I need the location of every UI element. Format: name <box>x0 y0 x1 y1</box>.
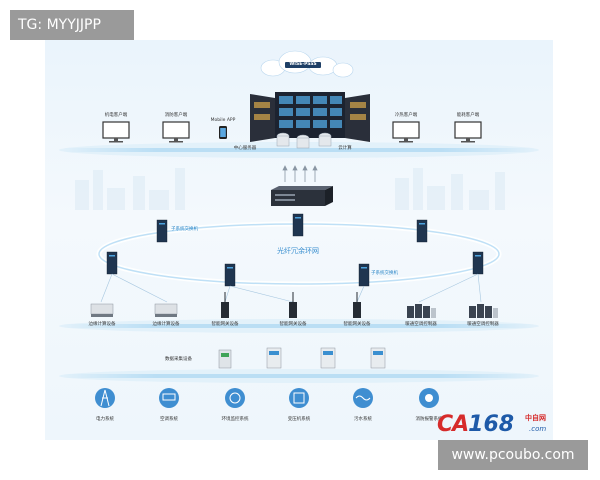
subsystem-label-6: 消防报警系统 <box>415 417 443 422</box>
subsystem-label-2: 空调系统 <box>160 417 178 422</box>
field-device-label-2: 边缘计算设备 <box>152 322 180 327</box>
subsystem-label-4: 变压机系统 <box>287 417 311 422</box>
diagram-graphics <box>59 50 539 408</box>
logo-number-text: 168 <box>468 412 515 437</box>
network-architecture-diagram: 机电客户端 消防客户端 冷热客户端 能耗客户端 Mobile APP WISE-… <box>45 40 553 440</box>
ca168-logo: CA168 中自网 .com <box>437 412 546 437</box>
logo-chinese-text: 中自网 <box>525 414 546 422</box>
field-device-label-4: 智能网关设备 <box>279 322 307 327</box>
client-label-2: 消防客户端 <box>164 113 188 118</box>
air-conditioner-icon <box>159 388 179 408</box>
field-device-label-6: 暖通空调控制器 <box>405 322 437 327</box>
monitor-icon-1 <box>102 121 130 143</box>
client-label-3: 冷热客户端 <box>394 113 418 118</box>
hvac-controller-icon <box>469 304 498 318</box>
city-skyline <box>75 168 505 210</box>
drop-lines <box>100 273 482 303</box>
fiber-ring-label: 光纤冗余环网 <box>277 247 319 255</box>
logo-ca-text: CA <box>437 412 469 437</box>
core-server-icon <box>271 186 333 206</box>
field-device-label-3: 智能网关设备 <box>211 322 239 327</box>
subsystem-circles <box>95 388 439 408</box>
field-device-label-5: 智能网关设备 <box>343 322 371 327</box>
switch-icons <box>106 213 484 287</box>
environment-icon <box>225 388 245 408</box>
field-device-label-7: 暖通空调控制器 <box>467 322 499 327</box>
subsystem-label-3: 环境监控系统 <box>221 417 249 422</box>
client-label-1: 机电客户端 <box>104 113 128 118</box>
monitor-icon-2 <box>162 121 190 143</box>
cloud-brand-label: WISE-PaaS <box>289 62 317 67</box>
cloud-compute-label: 云计算 <box>338 146 352 151</box>
acquisition-module-icons <box>218 347 386 369</box>
server-icons <box>276 132 332 149</box>
subsystem-label-5: 污水系统 <box>354 417 372 422</box>
subsystem-switch-label-left: 子系统交换机 <box>171 227 198 232</box>
mobile-phone-icon <box>219 126 227 139</box>
gateway-icon <box>353 292 361 318</box>
transformer-icon <box>289 388 309 408</box>
uplink-arrows <box>282 165 318 182</box>
acquisition-label: 数据采集设备 <box>165 357 192 362</box>
watermark-badge: www.pcoubo.com <box>438 440 588 470</box>
edge-computer-icon <box>154 303 178 317</box>
subsystem-label-1: 电力系统 <box>96 417 114 422</box>
gateway-icon <box>221 292 229 318</box>
hvac-controller-icon <box>407 304 436 318</box>
mobile-app-label: Mobile APP <box>210 118 236 123</box>
video-wall-icon <box>250 92 370 142</box>
edge-computer-icon <box>90 303 114 317</box>
gateway-icon <box>289 292 297 318</box>
field-device-label-1: 边缘计算设备 <box>88 322 116 327</box>
client-label-4: 能耗客户端 <box>456 113 480 118</box>
cloud-icon <box>260 50 354 78</box>
monitor-icon-3 <box>392 121 420 143</box>
logo-com-text: .com <box>529 425 547 433</box>
monitor-icon-4 <box>454 121 482 143</box>
tag-badge: TG: MYYJJPP <box>10 10 134 40</box>
subsystem-switch-label-right: 子系统交换机 <box>371 271 398 276</box>
center-server-label: 中心服务器 <box>233 146 257 151</box>
